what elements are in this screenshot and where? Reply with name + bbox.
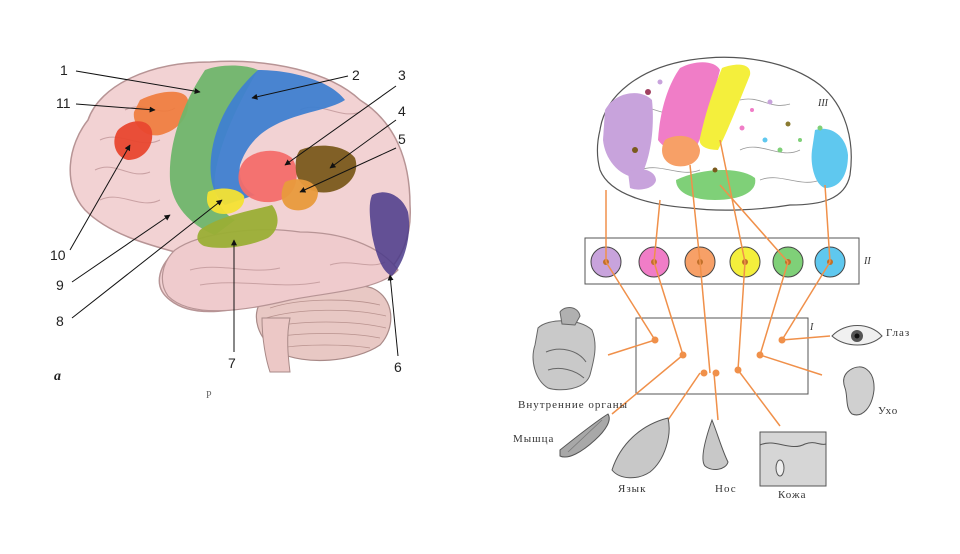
muscle-illustration <box>559 413 610 458</box>
area-orange <box>662 135 700 167</box>
brain-lateral-view: 1 11 2 3 4 5 6 7 <box>50 60 411 401</box>
callout-11: 11 <box>56 95 156 113</box>
zone-5-orange <box>281 179 318 211</box>
zone-8-yellow <box>206 188 245 214</box>
callout-label-9: 9 <box>56 277 64 293</box>
callout-label-1: 1 <box>60 62 68 78</box>
label-skin: Кожа <box>778 489 807 501</box>
zone-4-brown <box>295 145 357 193</box>
callout-2: 2 <box>251 67 360 100</box>
callout-6: 6 <box>387 274 402 375</box>
panel-letter: a <box>54 369 61 384</box>
skin-illustration <box>759 431 827 487</box>
tongue-illustration <box>611 417 670 479</box>
sensory-pathway-diagram: III II I <box>513 56 910 501</box>
callout-label-2: 2 <box>352 67 360 83</box>
callout-4: 4 <box>329 103 406 169</box>
thalamus-relay-box <box>584 237 860 285</box>
callout-label-11: 11 <box>56 95 71 111</box>
caption-fragment: Р <box>206 390 212 401</box>
area-pink <box>658 62 720 152</box>
label-tongue: Язык <box>618 483 646 495</box>
scattered-dots <box>632 79 823 173</box>
callout-5: 5 <box>299 131 406 193</box>
level-label-II: II <box>863 256 871 267</box>
ear-illustration <box>843 366 875 416</box>
zone-7-olive <box>197 205 278 248</box>
zone-2-blue-band <box>210 70 345 205</box>
zone-6-violet <box>369 192 410 276</box>
area-yellow <box>699 64 751 150</box>
zone-3-pink <box>238 150 297 203</box>
callout-label-6: 6 <box>394 359 402 375</box>
level-label-I: I <box>809 322 814 333</box>
callout-10: 10 <box>50 144 131 263</box>
pathway-junctions <box>651 336 786 377</box>
pathway-lines <box>605 139 831 427</box>
internal-organs-illustration <box>532 307 596 391</box>
callout-label-4: 4 <box>398 103 406 119</box>
callout-label-7: 7 <box>228 355 236 371</box>
cerebellum-folia <box>265 299 387 349</box>
label-ear: Ухо <box>878 405 898 417</box>
area-cyan <box>811 128 848 188</box>
callout-7: 7 <box>228 239 237 371</box>
callout-9: 9 <box>56 214 171 293</box>
area-violet-low <box>628 169 656 190</box>
brainstem-relay-box <box>635 317 809 395</box>
callout-1: 1 <box>60 62 201 95</box>
nose-illustration <box>702 418 729 470</box>
callout-label-10: 10 <box>50 247 66 263</box>
eye-illustration <box>831 325 883 346</box>
label-nose: Нос <box>715 483 737 495</box>
brainstem <box>261 317 291 373</box>
zone-10-red <box>114 121 153 160</box>
area-green <box>676 169 756 200</box>
callout-label-8: 8 <box>56 313 64 329</box>
relay-nodes <box>590 246 846 278</box>
area-violet <box>603 93 653 178</box>
level-label-III: III <box>817 98 829 109</box>
callout-label-3: 3 <box>398 67 406 83</box>
label-eye: Глаз <box>886 327 910 339</box>
label-internal-organs: Внутренние органы <box>518 399 628 411</box>
label-muscle: Мышца <box>513 433 554 445</box>
callout-label-5: 5 <box>398 131 406 147</box>
callout-8: 8 <box>56 199 223 329</box>
callout-3: 3 <box>284 67 406 166</box>
